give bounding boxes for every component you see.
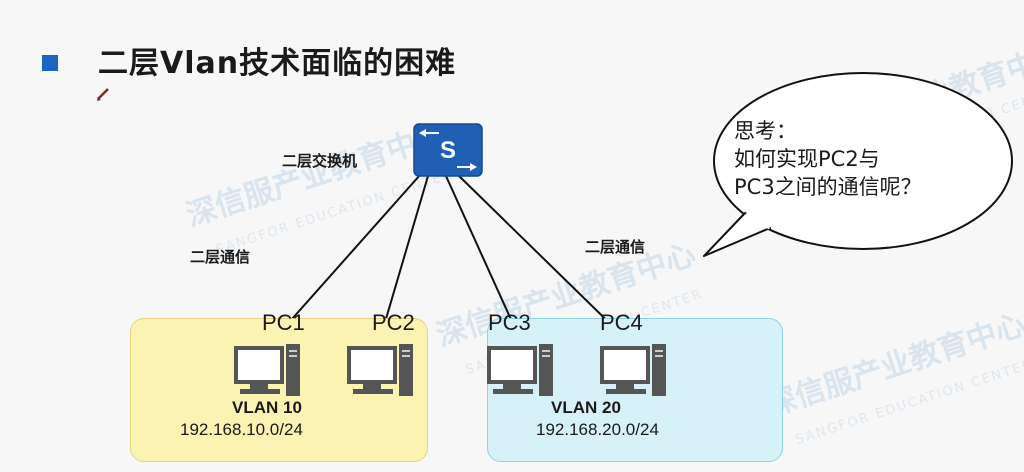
computer-icon xyxy=(347,344,413,396)
switch-letter: S xyxy=(440,137,456,164)
link-pc3 xyxy=(445,175,524,347)
pen-icon xyxy=(97,88,109,101)
computer-icon xyxy=(600,344,666,396)
computer-icon xyxy=(487,344,553,396)
thought-bubble-text: 思考： 如何实现PC2与 PC3之间的通信呢？ xyxy=(734,117,922,201)
bubble-line-3: PC3之间的通信呢？ xyxy=(734,175,922,199)
pc3-label: PC3 xyxy=(488,310,531,335)
bubble-line-2: 如何实现PC2与 xyxy=(734,147,880,171)
switch-label: 二层交换机 xyxy=(282,152,358,170)
vlan20-name: VLAN 20 xyxy=(551,398,621,417)
link-pc2 xyxy=(377,175,429,347)
link-pc4 xyxy=(456,173,634,347)
link-label-left: 二层通信 xyxy=(190,248,251,266)
title-bullet xyxy=(42,55,58,71)
vlan20-subnet: 192.168.20.0/24 xyxy=(536,420,659,439)
link-pc1 xyxy=(267,174,421,347)
pc4-label: PC4 xyxy=(600,310,643,335)
bubble-line-1: 思考： xyxy=(734,119,797,143)
computer-icon xyxy=(234,344,300,396)
vlan10-subnet: 192.168.10.0/24 xyxy=(180,420,303,439)
pc1-label: PC1 xyxy=(262,310,305,335)
switch-icon: S xyxy=(413,123,483,177)
pc2-label: PC2 xyxy=(372,310,415,335)
thought-bubble xyxy=(703,72,1013,257)
slide-title: 二层Vlan技术面临的困难 xyxy=(98,46,457,81)
vlan10-name: VLAN 10 xyxy=(232,398,302,417)
link-label-right: 二层通信 xyxy=(585,238,646,256)
